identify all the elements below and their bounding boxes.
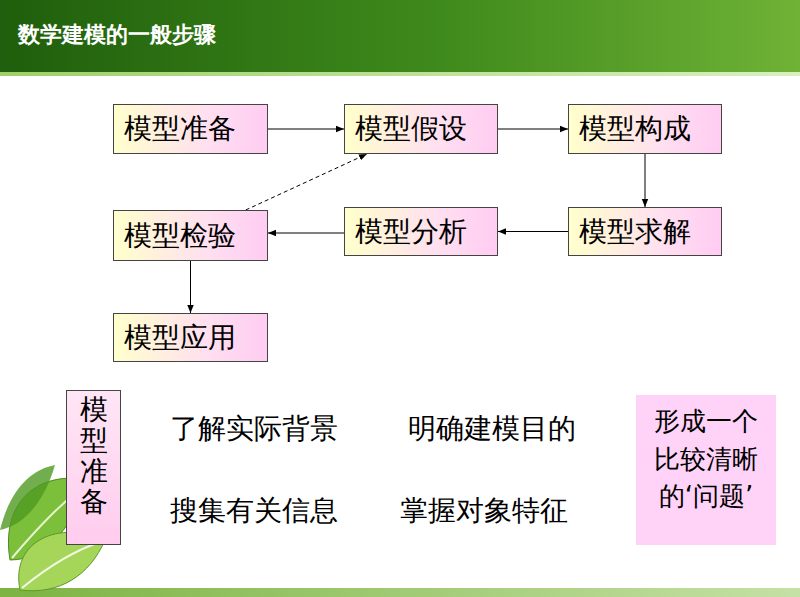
- stage-label-box: 模型准备: [66, 390, 121, 545]
- feedback-arrow: [246, 154, 367, 210]
- box-text: 模型准备: [124, 110, 236, 148]
- box-text: 模型准备: [80, 395, 108, 540]
- box-text: 模型应用: [124, 319, 236, 357]
- flow-arrow: [498, 129, 568, 130]
- note-text: 搜集有关信息: [170, 492, 338, 530]
- note-text: 了解实际背景: [170, 410, 338, 448]
- step-box: 模型应用: [113, 313, 268, 362]
- box-text: 模型分析: [355, 213, 467, 251]
- flow-arrow: [268, 233, 344, 234]
- step-box: 模型准备: [113, 104, 268, 154]
- note-text: 掌握对象特征: [400, 492, 568, 530]
- flow-arrow: [190, 261, 191, 313]
- flow-arrow: [645, 154, 646, 207]
- slide-title: 数学建模的一般步骤: [18, 20, 216, 50]
- box-text: 模型求解: [579, 213, 691, 251]
- box-text: 模型检验: [124, 217, 236, 255]
- step-box: 模型检验: [113, 210, 268, 261]
- step-box: 模型构成: [568, 104, 722, 154]
- note-text: 明确建模目的: [408, 410, 576, 448]
- box-text: 模型假设: [355, 110, 467, 148]
- header-stripe: [0, 72, 800, 76]
- box-text: 形成一个 比较清晰 的‘问题’: [640, 403, 772, 516]
- step-box: 模型求解: [568, 207, 722, 256]
- box-text: 模型构成: [579, 110, 691, 148]
- result-box: 形成一个 比较清晰 的‘问题’: [636, 395, 776, 545]
- footer-band: [0, 588, 800, 597]
- flow-arrow: [498, 231, 568, 232]
- step-box: 模型分析: [344, 207, 498, 256]
- flow-arrow: [268, 129, 344, 130]
- step-box: 模型假设: [344, 104, 498, 154]
